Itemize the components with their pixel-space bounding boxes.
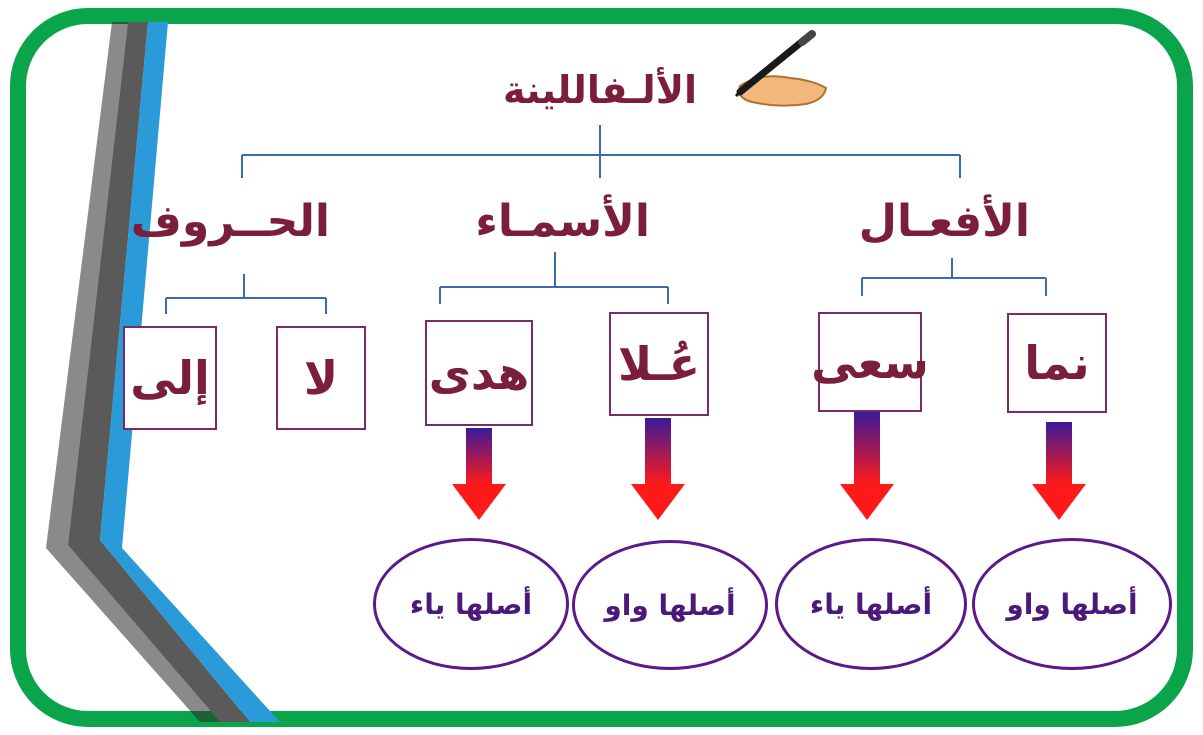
word-box-la: لا [276,326,366,430]
word-box-saa: سعى [811,312,929,412]
category-nouns-label: الأسمـاء [475,196,650,247]
diagram-title: الألـفاللينة [500,68,700,112]
nouns-connector [439,252,669,304]
origin-oval-huda: أصلها ياء [373,538,569,670]
word-box-nama: نما [1007,313,1107,413]
arrow-nama [1032,422,1086,520]
word-box-ila: إلى [123,326,217,430]
arrow-saa [840,412,894,520]
category-nouns: الأسمـاء [475,196,650,247]
word-ula: عُـلا [617,337,701,391]
verbs-connector [861,258,1047,296]
origin-oval-saa: أصلها ياء [775,538,967,670]
word-nama: نما [1024,336,1090,390]
word-box-huda: هدى [425,320,533,426]
grey-ribbon [68,22,250,722]
arrow-huda [452,428,506,520]
category-particles-label: الحــروف [130,196,330,247]
particles-connector [165,274,327,314]
arrow-ula [631,418,685,520]
category-verbs-label: الأفعـال [858,196,1030,247]
origin-ula: أصلها واو [604,588,736,622]
word-huda: هدى [428,346,530,400]
dark-ribbon [46,22,220,722]
word-saa: سعى [811,335,929,389]
pen-hand-icon [734,30,828,107]
origin-oval-ula: أصلها واو [572,540,768,670]
category-particles: الحــروف [131,196,330,247]
title-label: الألـفاللينة [502,68,698,112]
origin-nama: أصلها واو [1006,587,1138,621]
word-box-ula: عُـلا [609,312,709,416]
word-la: لا [303,351,339,405]
main-connector [241,125,961,178]
category-verbs: الأفعـال [859,196,1030,247]
word-ila: إلى [130,351,210,405]
blue-ribbon [100,22,280,722]
origin-huda: أصلها ياء [409,587,533,621]
origin-oval-nama: أصلها واو [972,538,1172,670]
origin-saa: أصلها ياء [809,587,933,621]
